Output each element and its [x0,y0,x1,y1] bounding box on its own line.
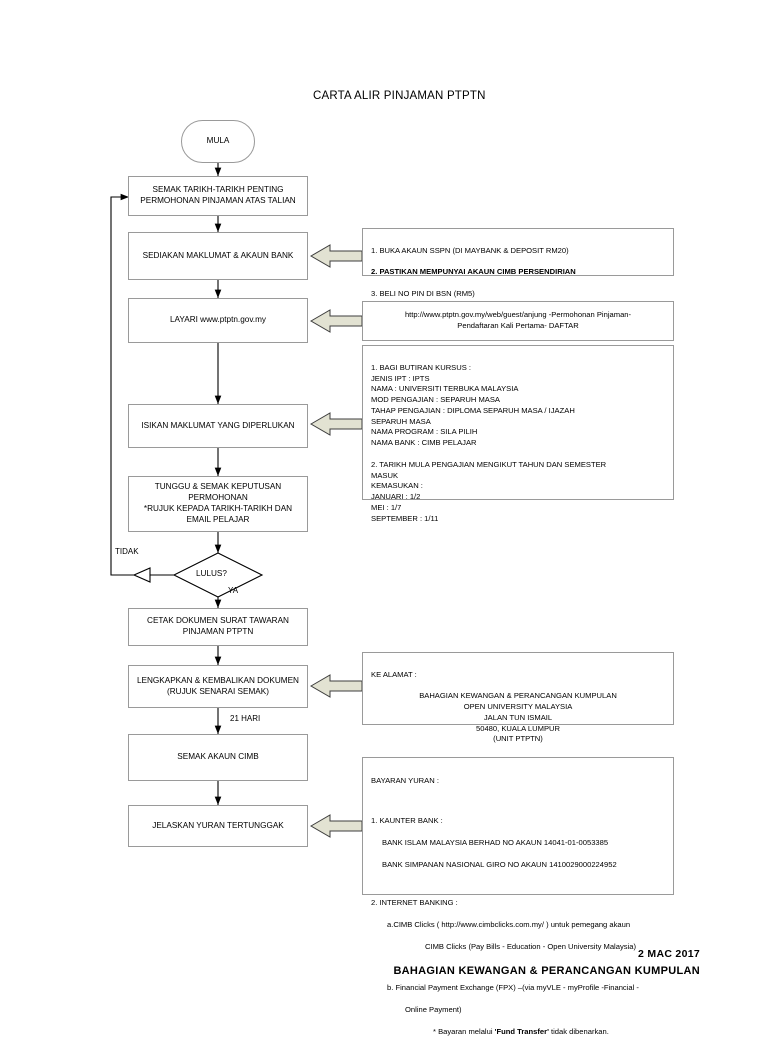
callout-payment-counter-heading: 1. KAUNTER BANK : [371,816,443,825]
callout-payment-internet-heading: 2. INTERNET BANKING : [371,898,458,907]
footer-department: BAHAGIAN KEWANGAN & PERANCANGAN KUMPULAN [393,965,700,977]
page-title: CARTA ALIR PINJAMAN PTPTN [313,90,486,102]
edge-label-21-hari: 21 HARI [230,714,261,723]
callout-payment-internet-b2: Online Payment) [405,1005,462,1014]
flow-node-step3[interactable]: LAYARI www.ptptn.gov.my [128,298,308,343]
flow-node-decision-label: LULUS? [196,569,227,578]
callout-payment-counter-line1: BANK ISLAM MALAYSIA BERHAD NO AKAUN 1404… [382,838,609,847]
flow-node-step2[interactable]: SEDIAKAN MAKLUMAT & AKAUN BANK [128,232,308,280]
callout-address-lines: BAHAGIAN KEWANGAN & PERANCANGAN KUMPULAN… [419,691,617,744]
callout-payment-internet-b1: b. Financial Payment Exchange (FPX) –(vi… [387,983,639,992]
callout-website: http://www.ptptn.gov.my/web/guest/anjung… [362,301,674,341]
callout-arrow-website [310,309,363,333]
callout-course-details-text: 1. BAGI BUTIRAN KURSUS : JENIS IPT : IPT… [371,362,607,523]
callout-accounts-line2: 2. PASTIKAN MEMPUNYAI AKAUN CIMB PERSEND… [371,267,576,277]
flow-node-step7-label: LENGKAPKAN & KEMBALIKAN DOKUMEN (RUJUK S… [137,675,299,696]
callout-payment-counter-line2: BANK SIMPANAN NASIONAL GIRO NO AKAUN 141… [382,860,617,869]
flow-node-step8[interactable]: SEMAK AKAUN CIMB [128,734,308,781]
tidak-arrowhead [132,567,151,583]
callout-address: KE ALAMAT : BAHAGIAN KEWANGAN & PERANCAN… [362,652,674,743]
callout-payment-note: * Bayaran melalui 'Fund Transfer' tidak … [371,1026,665,1037]
flow-node-step1-label: SEMAK TARIKH-TARIKH PENTING PERMOHONAN P… [140,185,296,205]
flow-node-step9[interactable]: JELASKAN YURAN TERTUNGGAK [128,805,308,847]
flow-node-step8-label: SEMAK AKAUN CIMB [177,752,259,762]
flowchart-sheet: CARTA ALIR PINJAMAN PTPTN [110,90,700,1036]
callout-payment-note-suffix: tidak dibenarkan. [548,1027,609,1036]
callout-arrow-course-details [310,412,363,436]
callout-payment: BAYARAN YURAN : 1. KAUNTER BANK : BANK I… [362,757,674,1036]
callout-arrow-payment [310,814,363,838]
callout-payment-note-prefix: * Bayaran melalui [433,1027,495,1036]
callout-course-details: 1. BAGI BUTIRAN KURSUS : JENIS IPT : IPT… [362,345,674,523]
callout-payment-internet-a2: CIMB Clicks (Pay Bills - Education - Ope… [425,942,636,951]
callout-payment-note-bold: 'Fund Transfer' [494,1027,549,1036]
callout-website-text: http://www.ptptn.gov.my/web/guest/anjung… [404,310,632,330]
flow-node-step5[interactable]: TUNGGU & SEMAK KEPUTUSAN PERMOHONAN *RUJ… [128,476,308,532]
flow-node-step4[interactable]: ISIKAN MAKLUMAT YANG DIPERLUKAN [128,404,308,448]
flow-node-step6[interactable]: CETAK DOKUMEN SURAT TAWARAN PINJAMAN PTP… [128,608,308,646]
footer-date: 2 MAC 2017 [638,948,700,960]
flow-node-start-label: MULA [206,136,230,146]
flow-node-step9-label: JELASKAN YURAN TERTUNGGAK [152,820,284,830]
callout-accounts-line3: 3. BELI NO PIN DI BSN (RM5) [371,288,475,298]
flow-node-step4-label: ISIKAN MAKLUMAT YANG DIPERLUKAN [141,420,295,430]
flow-node-step6-label: CETAK DOKUMEN SURAT TAWARAN PINJAMAN PTP… [147,616,289,636]
edge-label-ya: YA [228,586,239,595]
callout-arrow-accounts [310,244,363,268]
flow-node-step7[interactable]: LENGKAPKAN & KEMBALIKAN DOKUMEN (RUJUK S… [128,665,308,708]
callout-address-heading: KE ALAMAT : [371,669,417,679]
flow-node-step1[interactable]: SEMAK TARIKH-TARIKH PENTING PERMOHONAN P… [128,176,308,216]
flow-node-step3-label: LAYARI www.ptptn.gov.my [169,315,266,325]
callout-accounts: 1. BUKA AKAUN SSPN (DI MAYBANK & DEPOSIT… [362,228,674,298]
flow-node-step5-label: TUNGGU & SEMAK KEPUTUSAN PERMOHONAN *RUJ… [143,482,293,524]
flow-node-step2-label: SEDIAKAN MAKLUMAT & AKAUN BANK [142,250,294,260]
flow-node-start[interactable]: MULA [181,120,255,163]
edge-label-tidak: TIDAK [115,547,139,556]
callout-arrow-address [310,674,363,698]
callout-payment-heading: BAYARAN YURAN : [371,776,439,785]
callout-accounts-line1: 1. BUKA AKAUN SSPN (DI MAYBANK & DEPOSIT… [371,245,569,255]
callout-payment-internet-a1: a.CIMB Clicks ( http://www.cimbclicks.co… [387,920,631,929]
